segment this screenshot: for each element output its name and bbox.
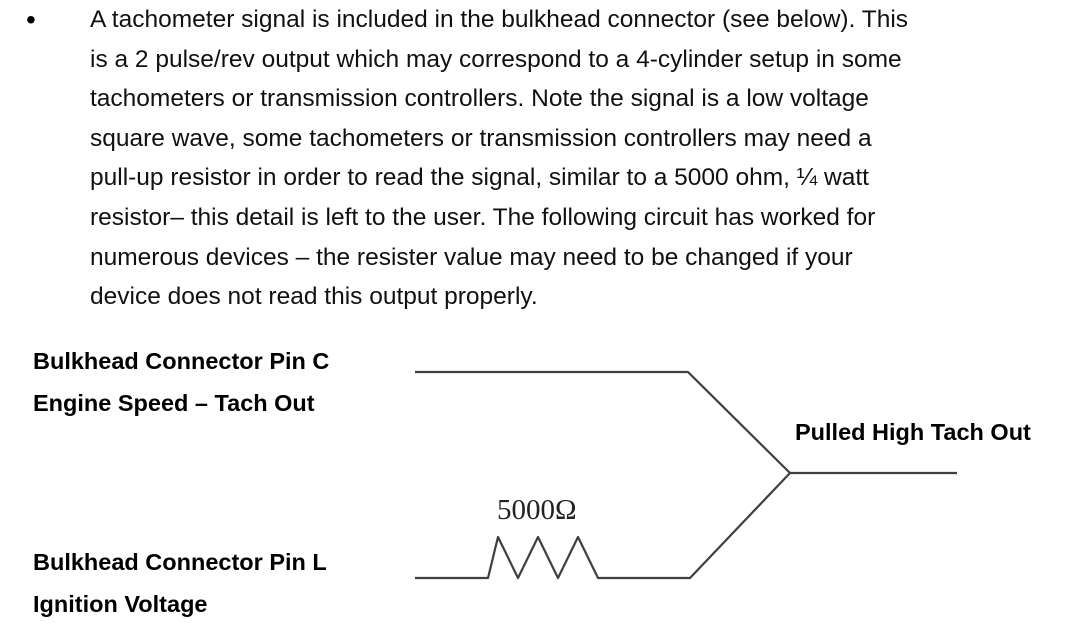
wire-ignition-with-resistor: [415, 472, 791, 580]
label-pin-l-line1: Bulkhead Connector Pin L: [33, 549, 327, 575]
label-pulled-high-tach-out: Pulled High Tach Out: [795, 419, 1031, 445]
paragraph-line: tachometers or transmission controllers.…: [90, 85, 869, 113]
paragraph-line: A tachometer signal is included in the b…: [90, 6, 909, 33]
paragraph-line: pull-up resistor in order to read the si…: [90, 164, 869, 192]
label-pin-l: Bulkhead Connector Pin L Ignition Voltag…: [33, 541, 327, 625]
label-pin-c-line2: Engine Speed – Tach Out: [33, 390, 315, 416]
label-pin-l-line2: Ignition Voltage: [33, 591, 208, 617]
wire-tach-out: [415, 370, 791, 474]
label-pin-c-line1: Bulkhead Connector Pin C: [33, 348, 330, 374]
paragraph-line: device does not read this output properl…: [90, 283, 538, 311]
resistor-value-label: 5000Ω: [497, 494, 577, 526]
label-pin-c: Bulkhead Connector Pin C Engine Speed – …: [33, 340, 329, 424]
bullet-marker: •: [26, 4, 36, 35]
paragraph-line: resistor– this detail is left to the use…: [90, 203, 876, 231]
paragraph-line: numerous devices – the resister value ma…: [90, 243, 853, 271]
paragraph-line: square wave, some tachometers or transmi…: [90, 124, 872, 152]
paragraph-line: is a 2 pulse/rev output which may corres…: [90, 45, 902, 73]
paragraph-tachometer-signal: A tachometer signal is included in the b…: [90, 0, 1030, 317]
